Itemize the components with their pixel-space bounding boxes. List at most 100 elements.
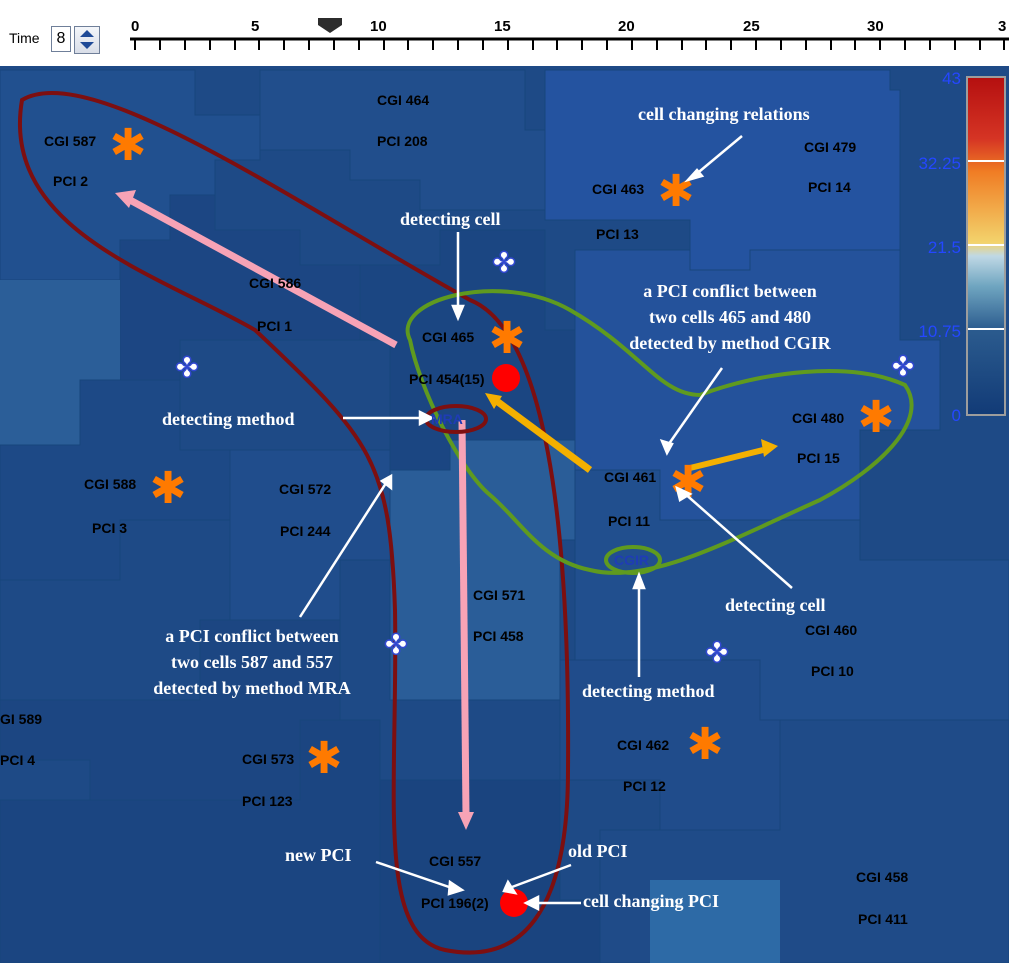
network-map[interactable]: ✱ ✱ ✱ ✱ ✱ ✱ ✱ ✱ ✤ ✤ ✤ ✤ ✤ [0, 66, 1009, 963]
cell-cgi[interactable]: GI 589 [0, 711, 43, 727]
cell-pci[interactable]: PCI 196(2) [421, 895, 489, 911]
cell-pci[interactable]: PCI 14 [808, 179, 851, 195]
legend-value: 0 [951, 406, 961, 425]
cell-cgi[interactable]: CGI 461 [604, 469, 657, 485]
stepper-up-icon[interactable] [80, 30, 94, 37]
annotation-new-pci: new PCI [285, 845, 352, 865]
annotation-line: a PCI conflict between [643, 281, 817, 301]
star-icon: ✱ [489, 313, 526, 364]
new-pci-arrow [128, 196, 398, 349]
antenna-icon: ✤ [175, 351, 198, 384]
annotation-line: detected by method CGIR [629, 333, 831, 353]
annotation-cell-changing-pci: cell changing PCI [583, 891, 720, 911]
star-icon: ✱ [150, 463, 187, 514]
star-icons: ✱ ✱ ✱ ✱ ✱ ✱ ✱ ✱ [110, 120, 895, 784]
cell-pci[interactable]: PCI 454(15) [409, 371, 485, 387]
new-pci-arrowhead [115, 190, 136, 208]
star-icon: ✱ [658, 166, 695, 217]
ruler-label: 25 [743, 18, 760, 35]
ruler-label: 15 [494, 18, 511, 35]
cgir-method-outline [604, 545, 662, 575]
cell-pci[interactable]: PCI 13 [596, 226, 639, 242]
cell-pci[interactable]: PCI 458 [473, 628, 524, 644]
annotation-detecting-method-bottom: detecting method [582, 681, 715, 701]
star-icon: ✱ [306, 733, 343, 784]
ruler-label: 10 [370, 18, 387, 35]
annotation-cgir-conflict: a PCI conflict between two cells 465 and… [592, 278, 868, 356]
cell-pci[interactable]: PCI 12 [623, 778, 666, 794]
cell-cgi[interactable]: CGI 464 [377, 92, 430, 108]
method-mra[interactable]: MRA [431, 411, 463, 427]
cell-pci[interactable]: PCI 15 [797, 450, 840, 466]
cell-pci[interactable]: PCI 10 [811, 663, 854, 679]
time-toolbar: Time 8 0 5 10 15 20 25 30 3 [0, 0, 1009, 66]
legend-value: 21.5 [927, 238, 961, 257]
stepper-down-icon[interactable] [80, 42, 94, 49]
ruler-ticks [134, 40, 1005, 50]
cell-pci[interactable]: PCI 1 [257, 318, 293, 334]
old-pci-arrow [458, 419, 470, 816]
time-ruler[interactable]: 0 5 10 15 20 25 30 3 [130, 0, 1009, 66]
cell-cgi[interactable]: CGI 465 [422, 329, 475, 345]
cgir-arrow-right [689, 447, 764, 471]
annotation-line: a PCI conflict between [165, 626, 339, 646]
cell-cgi[interactable]: CGI 460 [805, 622, 858, 638]
annotation-mra-conflict: a PCI conflict between two cells 587 and… [122, 623, 382, 701]
antenna-icon: ✤ [384, 628, 407, 661]
ruler-label: 0 [131, 18, 139, 35]
star-icon: ✱ [110, 120, 147, 171]
cell-pci[interactable]: PCI 4 [0, 752, 36, 768]
pci-dot-icon [500, 889, 528, 917]
antenna-icon: ✤ [891, 350, 914, 383]
cgir-arrowhead-left [485, 393, 502, 409]
time-label: Time [9, 30, 40, 46]
cell-pci[interactable]: PCI 2 [53, 173, 89, 189]
cell-cgi[interactable]: CGI 557 [429, 853, 482, 869]
cell-pci[interactable]: PCI 208 [377, 133, 428, 149]
cell-cgi[interactable]: CGI 572 [279, 481, 332, 497]
map-svg: ✱ ✱ ✱ ✱ ✱ ✱ ✱ ✱ ✤ ✤ ✤ ✤ ✤ [0, 66, 1009, 963]
ruler-label: 5 [251, 18, 259, 35]
pci-dot-icon [492, 364, 520, 392]
annotation-detecting-cell-right: detecting cell [725, 595, 826, 615]
cgir-conflict-outline [405, 289, 914, 575]
star-icon: ✱ [687, 719, 724, 770]
ruler-label: 20 [618, 18, 635, 35]
old-pci-arrowhead [458, 812, 474, 830]
cell-cgi[interactable]: CGI 586 [249, 275, 302, 291]
cell-cgi[interactable]: CGI 479 [804, 139, 857, 155]
cell-cgi[interactable]: CGI 573 [242, 751, 295, 767]
antenna-icon: ✤ [705, 636, 728, 669]
time-slider-thumb[interactable] [318, 18, 342, 33]
method-cgir[interactable]: CGIR [614, 552, 649, 568]
legend-value: 43 [942, 69, 961, 88]
cell-pci[interactable]: PCI 244 [280, 523, 331, 539]
annotation-detecting-method-left: detecting method [162, 409, 295, 429]
ruler-label: 30 [867, 18, 884, 35]
cell-cgi[interactable]: CGI 463 [592, 181, 645, 197]
annotation-cell-changing-relations: cell changing relations [638, 104, 810, 124]
cgir-arrow-left [495, 399, 593, 473]
cell-cgi[interactable]: CGI 588 [84, 476, 137, 492]
legend-value: 32.25 [918, 154, 961, 173]
cell-cgi[interactable]: CGI 571 [473, 587, 526, 603]
star-icon: ✱ [858, 392, 895, 443]
cell-pci[interactable]: PCI 11 [608, 513, 651, 529]
cell-cgi[interactable]: CGI 480 [792, 410, 845, 426]
cell-cgi[interactable]: CGI 462 [617, 737, 670, 753]
time-input[interactable]: 8 [51, 26, 71, 52]
time-stepper[interactable] [74, 26, 100, 54]
cell-pci[interactable]: PCI 123 [242, 793, 293, 809]
annotation-old-pci: old PCI [568, 841, 628, 861]
cell-pci[interactable]: PCI 3 [92, 520, 128, 536]
mra-conflict-outline [18, 91, 571, 955]
cell-pci[interactable]: PCI 411 [858, 911, 908, 927]
annotation-line: two cells 465 and 480 [649, 307, 811, 327]
star-icon: ✱ [670, 457, 707, 508]
antenna-icon: ✤ [492, 246, 515, 279]
cell-regions [0, 69, 1009, 963]
legend-value: 10.75 [918, 322, 961, 341]
cell-cgi[interactable]: CGI 458 [856, 869, 909, 885]
cell-cgi[interactable]: CGI 587 [44, 133, 97, 149]
annotation-detecting-cell-top: detecting cell [400, 209, 501, 229]
